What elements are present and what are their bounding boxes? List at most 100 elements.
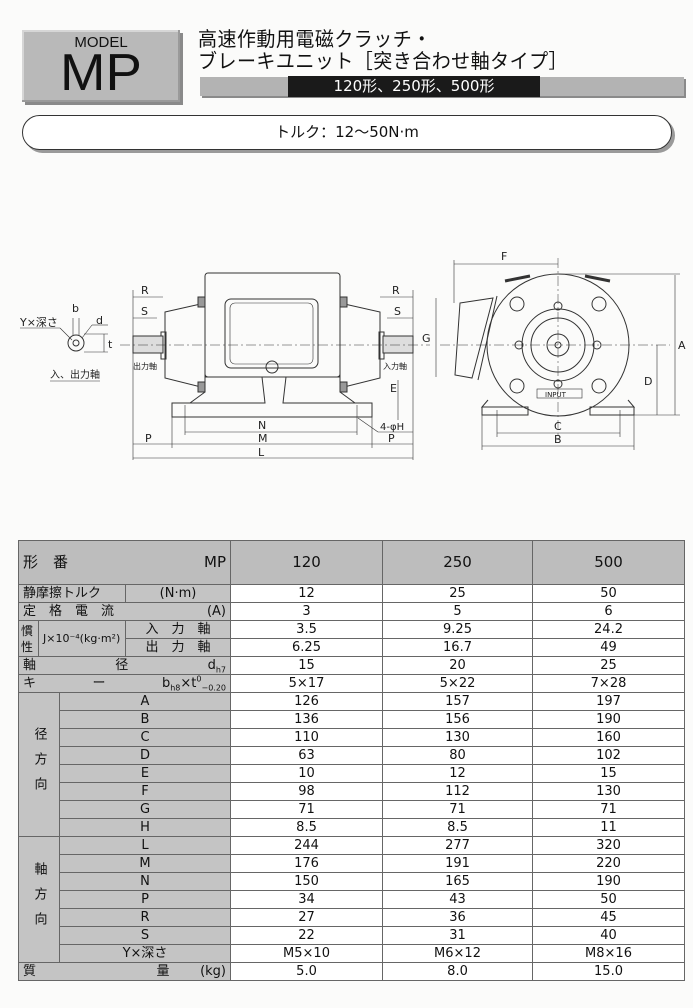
value-cell: 45	[532, 908, 686, 927]
value-cell: 220	[532, 854, 686, 873]
value-cell: 130	[532, 782, 686, 801]
value-cell: 15	[230, 656, 384, 675]
label-f: F	[501, 250, 507, 263]
model-label: MODEL	[74, 34, 128, 51]
label-r-left: R	[141, 284, 149, 297]
sizes-bar: 120形、250形、500形	[200, 76, 684, 97]
current-label: 定 格 電 流 (A)	[17, 602, 232, 621]
label-d: d	[96, 314, 103, 327]
label-output-shaft: 出力軸	[133, 361, 157, 371]
value-cell: 22	[230, 926, 384, 945]
label-h: 4-φH	[380, 422, 404, 433]
value-cell: 31	[382, 926, 534, 945]
row-label: 軸	[23, 658, 37, 673]
value-cell: 25	[382, 584, 534, 603]
torque-range: トルク：12〜50N·m	[22, 115, 672, 150]
value-cell: 157	[382, 692, 534, 711]
value-cell: 8.5	[382, 818, 534, 837]
value-cell: 3.5	[230, 620, 384, 639]
header-size-cell: 250	[382, 540, 534, 585]
label-s-left: S	[141, 305, 148, 318]
value-cell: 102	[532, 746, 686, 765]
value-cell: 43	[382, 890, 534, 909]
value-cell: 156	[382, 710, 534, 729]
value-cell: 11	[532, 818, 686, 837]
value-cell: 6	[532, 602, 686, 621]
front-dimensions	[132, 290, 437, 460]
value-cell: 320	[532, 836, 686, 855]
value-cell: 165	[382, 872, 534, 891]
value-cell: 5×17	[230, 674, 384, 693]
torque-label: 静摩擦トルク	[18, 584, 126, 603]
row-label-2: 径	[115, 658, 129, 673]
value-cell: 71	[532, 800, 686, 819]
label-m: M	[258, 432, 268, 445]
dimension-label: L	[58, 836, 232, 855]
label-r-right: R	[392, 284, 400, 297]
value-cell: M5×10	[230, 944, 384, 963]
value-cell: 5	[382, 602, 534, 621]
torque-unit: (N·m)	[124, 584, 232, 603]
dimension-label: C	[58, 728, 232, 747]
label-y-depth: Y×深さ	[19, 316, 58, 329]
dimension-label: E	[58, 764, 232, 783]
row-unit: MP	[204, 553, 227, 571]
label-c: C	[554, 420, 562, 433]
value-cell: 110	[230, 728, 384, 747]
value-cell: 20	[382, 656, 534, 675]
value-cell: 197	[532, 692, 686, 711]
value-cell: 136	[230, 710, 384, 729]
value-cell: 15.0	[532, 962, 686, 981]
value-cell: 9.25	[382, 620, 534, 639]
row-unit: (kg)	[200, 964, 226, 979]
shaft-end-detail	[20, 318, 108, 382]
title-line-2: ブレーキユニット［突き合わせ軸タイプ］	[198, 49, 569, 73]
mass-label: 質量(kg)	[17, 962, 232, 981]
sizes-banner: 120形、250形、500形	[288, 76, 540, 97]
value-cell: 150	[230, 872, 384, 891]
unit-mid: ×t	[180, 676, 197, 691]
label-b: b	[72, 302, 79, 315]
row-unit: dh7	[208, 658, 226, 674]
value-cell: 176	[230, 854, 384, 873]
value-cell: 40	[532, 926, 686, 945]
dimension-label: G	[58, 800, 232, 819]
value-cell: 5×22	[382, 674, 534, 693]
value-cell: 98	[230, 782, 384, 801]
value-cell: 130	[382, 728, 534, 747]
value-cell: M8×16	[532, 944, 686, 963]
value-cell: 6.25	[230, 638, 384, 657]
value-cell: 10	[230, 764, 384, 783]
inertia-shaft-label: 出 力 軸	[124, 638, 232, 657]
dimension-label: S	[58, 926, 232, 945]
value-cell: 8.0	[382, 962, 534, 981]
value-cell: 71	[230, 800, 384, 819]
label-s-right: S	[394, 305, 401, 318]
dimension-label: B	[58, 710, 232, 729]
label-shaft-note: 入、出力軸	[50, 368, 100, 381]
unit: b	[161, 676, 171, 691]
row-unit: (A)	[206, 604, 227, 619]
value-cell: 50	[532, 584, 686, 603]
row-label: 質	[23, 964, 37, 979]
model-name: MP	[60, 44, 142, 102]
label-p-left: P	[145, 432, 152, 445]
page-title: 高速作動用電磁クラッチ・ ブレーキユニット［突き合わせ軸タイプ］	[198, 28, 588, 72]
row-label: 定 格 電 流	[23, 604, 115, 619]
label-l: L	[258, 446, 265, 459]
dimension-label: H	[58, 818, 232, 837]
